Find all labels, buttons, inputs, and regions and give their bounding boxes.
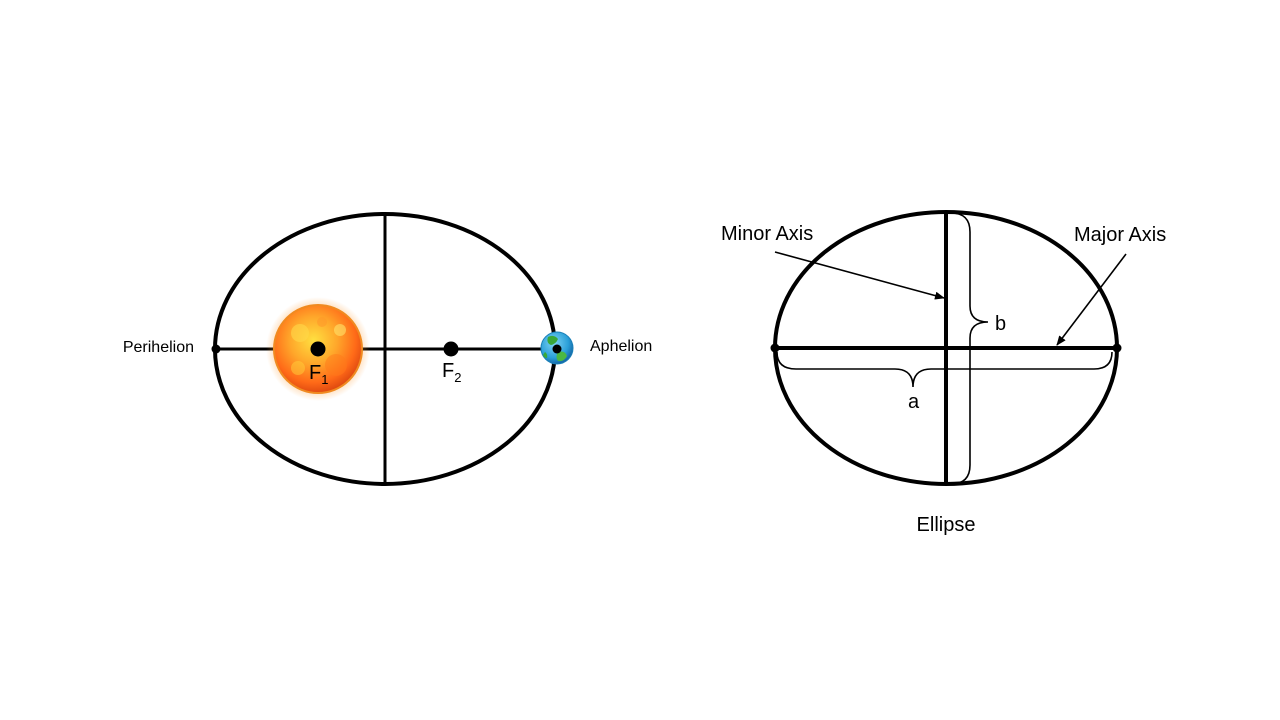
semi-minor-label: b (995, 313, 1006, 335)
orbit-diagram: Perihelion Aphelion F1 F2 (123, 212, 652, 486)
semi-major-brace (776, 351, 1113, 388)
major-axis-label: Major Axis (1074, 224, 1166, 246)
minor-axis-label: Minor Axis (721, 223, 813, 245)
focus-2-label: F2 (442, 360, 461, 385)
semi-major-label: a (908, 391, 920, 413)
focus-1-letter: F (309, 362, 321, 384)
perihelion-point (211, 344, 221, 354)
perihelion-label: Perihelion (123, 339, 194, 356)
focus-1-point (310, 341, 326, 357)
major-axis-arrow (1056, 253, 1127, 346)
semi-minor-brace (950, 212, 989, 485)
minor-axis-arrow (774, 251, 945, 300)
focus-1-subscript: 1 (321, 372, 328, 387)
focus-2-point (443, 341, 459, 357)
aphelion-label: Aphelion (590, 338, 652, 355)
earth-icon (540, 331, 574, 365)
ellipse-caption: Ellipse (917, 514, 976, 536)
ellipse-diagram: Minor Axis Major Axis b a Ellipse (721, 210, 1166, 536)
focus-2-subscript: 2 (454, 370, 461, 385)
major-axis-left-endpoint (770, 343, 780, 353)
major-axis-right-endpoint (1112, 343, 1122, 353)
focus-1-label: F1 (309, 362, 328, 387)
focus-2-letter: F (442, 360, 454, 382)
